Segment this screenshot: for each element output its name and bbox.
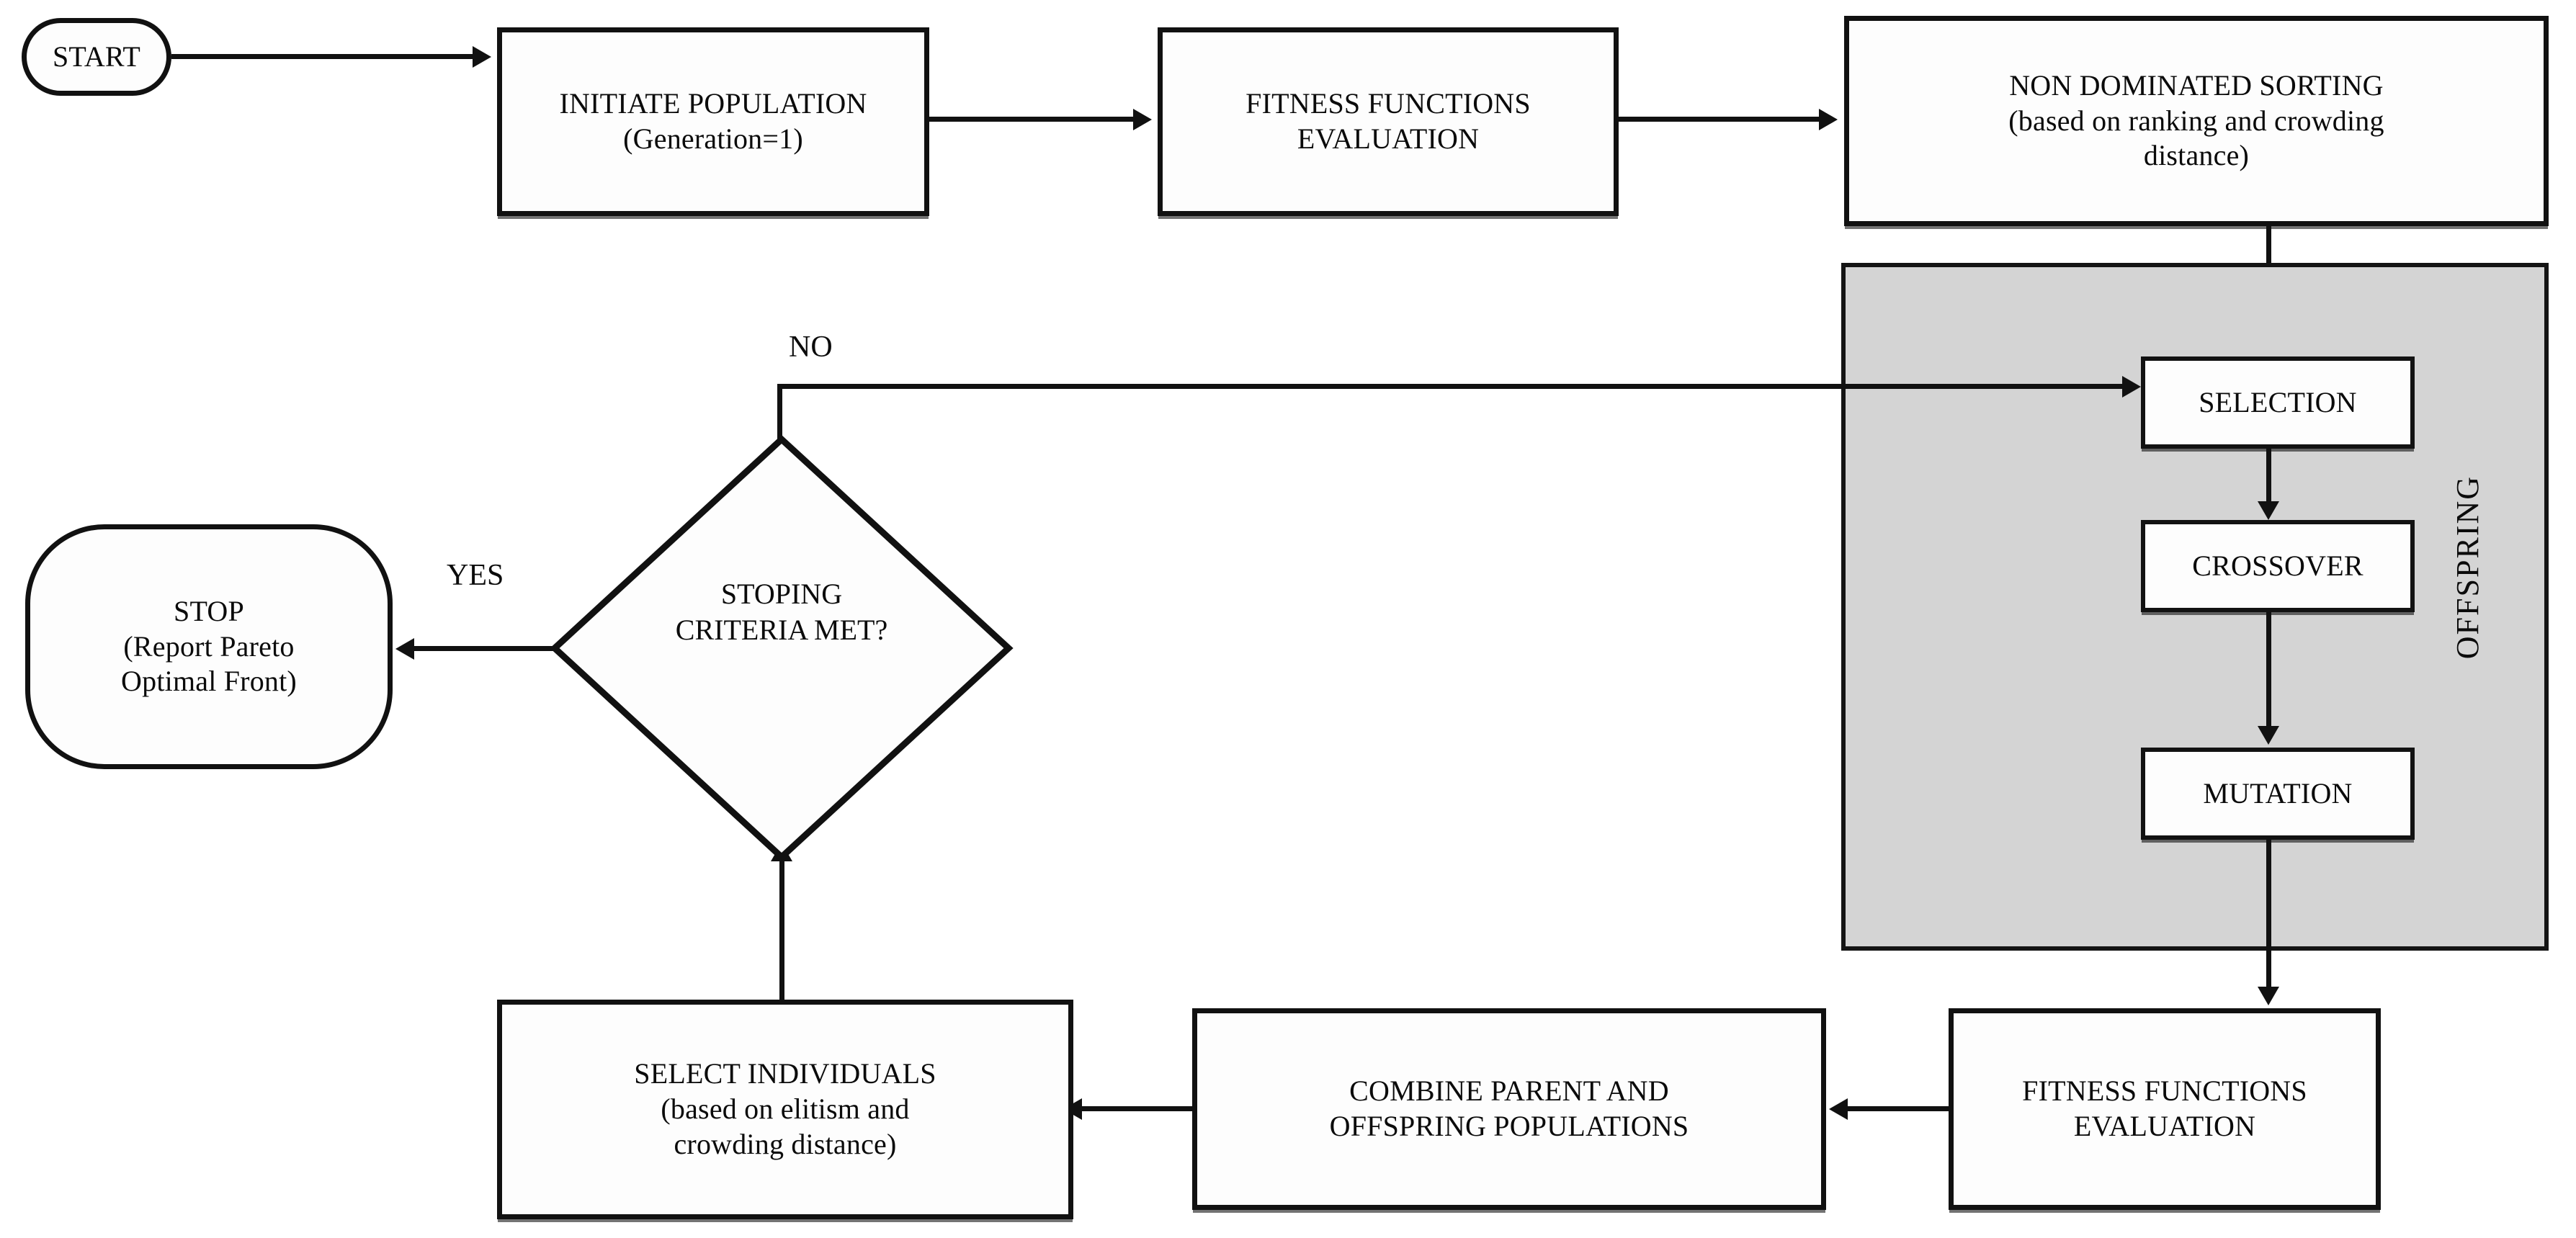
node-combine-populations-label: COMBINE PARENT AND OFFSPRING POPULATIONS — [1329, 1075, 1689, 1142]
edge-label-no: NO — [789, 331, 833, 364]
node-select-individuals-label: SELECT INDIVIDUALS (based on elitism and… — [634, 1057, 936, 1160]
edge-selection-to-crossover — [2266, 449, 2271, 506]
offspring-group-label: OFFSPRING — [2450, 475, 2485, 660]
node-fitness-top-label: FITNESS FUNCTIONS EVALUATION — [1245, 87, 1531, 155]
arrowhead-crossover — [2258, 501, 2279, 520]
node-fitness-top: FITNESS FUNCTIONS EVALUATION — [1158, 27, 1619, 216]
edge-combine-to-select — [1082, 1106, 1196, 1111]
edge-initiate-to-fitness — [929, 117, 1135, 122]
edge-decision-no-horizontal — [777, 384, 2129, 389]
arrowhead-initiate — [473, 46, 491, 68]
arrowhead-sorting — [1819, 109, 1838, 130]
edge-start-to-initiate — [171, 54, 474, 59]
node-crossover: CROSSOVER — [2141, 520, 2415, 612]
arrowhead-combine — [1829, 1098, 1848, 1120]
node-mutation: MUTATION — [2141, 748, 2415, 840]
node-non-dominated-sorting: NON DOMINATED SORTING (based on ranking … — [1844, 16, 2549, 226]
arrowhead-fitness-bottom — [2258, 987, 2279, 1005]
node-decision-diamond — [547, 432, 1016, 864]
arrowhead-selection-left — [2122, 376, 2141, 398]
arrowhead-mutation — [2258, 726, 2279, 745]
node-combine-populations: COMBINE PARENT AND OFFSPRING POPULATIONS — [1192, 1008, 1826, 1210]
node-decision-label: STOPING CRITERIA MET? — [675, 578, 888, 646]
arrowhead-stop — [395, 638, 414, 660]
node-start: START — [22, 18, 171, 96]
edge-fitness-bottom-to-combine — [1848, 1106, 1952, 1111]
arrowhead-fitness-top — [1133, 109, 1152, 130]
node-fitness-bottom: FITNESS FUNCTIONS EVALUATION — [1949, 1008, 2381, 1210]
node-stop-label: STOP (Report Pareto Optimal Front) — [121, 594, 297, 698]
node-selection: SELECTION — [2141, 356, 2415, 449]
node-start-label: START — [52, 40, 141, 73]
node-select-individuals: SELECT INDIVIDUALS (based on elitism and… — [497, 1000, 1073, 1219]
node-non-dominated-sorting-label: NON DOMINATED SORTING (based on ranking … — [2008, 68, 2384, 172]
node-initiate-population: INITIATE POPULATION (Generation=1) — [497, 27, 929, 216]
edge-crossover-to-mutation — [2266, 612, 2271, 735]
node-mutation-label: MUTATION — [2203, 776, 2353, 809]
edge-decision-no-vertical — [777, 384, 782, 440]
node-initiate-population-label: INITIATE POPULATION (Generation=1) — [559, 87, 867, 155]
edge-mutation-to-fitness-bottom — [2266, 840, 2271, 1000]
edge-decision-yes-to-stop — [414, 646, 558, 651]
node-selection-label: SELECTION — [2199, 385, 2357, 418]
edge-fitness-to-sorting — [1619, 117, 1820, 122]
edge-select-to-decision — [779, 861, 784, 1002]
node-stop: STOP (Report Pareto Optimal Front) — [25, 524, 393, 769]
node-fitness-bottom-label: FITNESS FUNCTIONS EVALUATION — [2022, 1075, 2307, 1142]
node-crossover-label: CROSSOVER — [2192, 549, 2363, 582]
edge-label-yes: YES — [447, 559, 504, 592]
